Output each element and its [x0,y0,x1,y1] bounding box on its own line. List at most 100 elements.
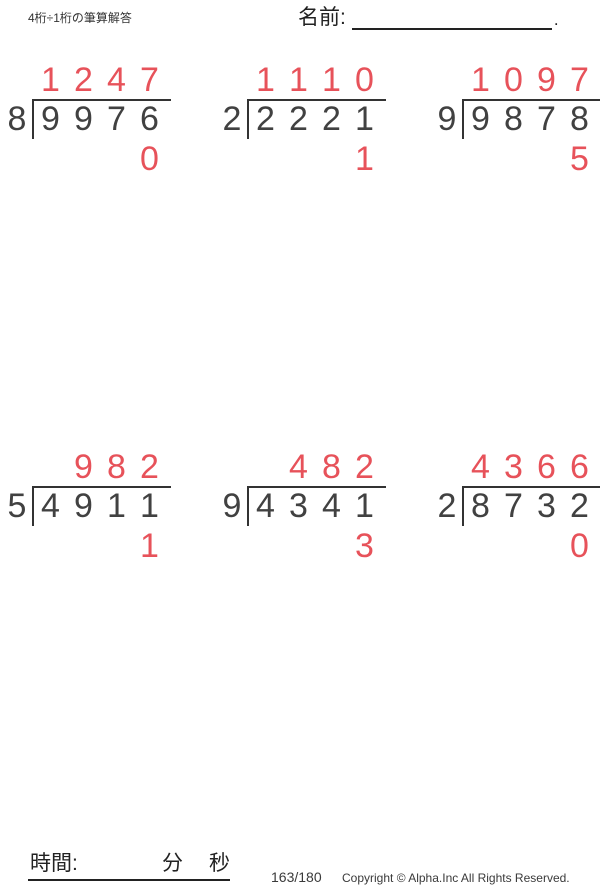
quotient-digit: 2 [355,448,374,486]
divisor: 5 [7,487,27,525]
page-number: 163/180 [271,869,322,885]
dividend-digit: 7 [107,100,126,138]
quotient-digit: 6 [570,448,589,486]
dividend-digit: 7 [537,100,556,138]
quotient-digit: 6 [537,448,556,486]
quotient-digit: 4 [289,448,308,486]
dividend-digit: 2 [322,100,341,138]
remainder-row: 0 [563,527,600,565]
name-blank-line [351,7,552,30]
dividend-digit: 9 [74,100,93,138]
name-field: 名前: . [298,6,559,30]
quotient-digit: 1 [471,61,490,99]
remainder: 0 [570,527,589,565]
quotient-digit: 2 [140,448,159,486]
remainder: 1 [355,140,374,178]
remainder: 3 [355,527,374,565]
quotient-digit: 1 [289,61,308,99]
quotient-digit [34,451,67,483]
dividend-digit: 7 [504,487,523,525]
dividend-digit: 3 [289,487,308,525]
dividend-digit: 3 [537,487,556,525]
seconds-label: 秒 [209,852,230,875]
quotient-digit: 2 [74,61,93,99]
minutes-label: 分 [162,852,183,875]
quotient-digit: 7 [570,61,589,99]
dividend-digit: 4 [322,487,341,525]
dividend-digit: 9 [41,100,60,138]
remainder-row: 3 [348,527,422,565]
name-label: 名前: [298,6,346,29]
quotient-digit: 3 [504,448,523,486]
remainder-row: 1 [348,140,422,178]
quotient-digit: 4 [471,448,490,486]
quotient-digit: 7 [140,61,159,99]
quotient-digit: 0 [355,61,374,99]
quotient-digit: 1 [41,61,60,99]
dividend-digit: 1 [355,100,374,138]
page-title: 4桁÷1桁の筆算解答 [28,11,132,25]
dividend-digit: 6 [140,100,159,138]
remainder-row: 5 [563,140,600,178]
divisor: 9 [437,100,457,138]
dividend-digit: 2 [256,100,275,138]
remainder: 5 [570,140,589,178]
dividend-digit: 1 [355,487,374,525]
remainder: 1 [140,527,159,565]
dividend-digit: 1 [140,487,159,525]
dividend-digit: 4 [41,487,60,525]
divisor: 2 [222,100,242,138]
time-label: 時間: [30,852,78,875]
divisor: 8 [7,100,27,138]
remainder-row: 0 [133,140,207,178]
dividend-digit: 8 [570,100,589,138]
quotient-digit: 8 [322,448,341,486]
quotient-digit: 9 [537,61,556,99]
dividend-digit: 2 [289,100,308,138]
quotient-digit: 0 [504,61,523,99]
dividend-digit: 9 [471,100,490,138]
dividend-digit: 4 [256,487,275,525]
remainder: 0 [140,140,159,178]
quotient-digit: 4 [107,61,126,99]
dividend-digit: 8 [471,487,490,525]
quotient-digit: 9 [74,448,93,486]
divisor: 9 [222,487,242,525]
quotient-digit [249,451,282,483]
quotient-digit: 1 [322,61,341,99]
dividend-digit: 1 [107,487,126,525]
name-period: . [553,10,559,29]
dividend-digit: 2 [570,487,589,525]
divisor: 2 [437,487,457,525]
time-field: 時間: 分 秒 [28,852,230,881]
remainder-row: 1 [133,527,207,565]
quotient-digit: 8 [107,448,126,486]
copyright-text: Copyright © Alpha.Inc All Rights Reserve… [342,871,570,885]
dividend-digit: 8 [504,100,523,138]
quotient-digit: 1 [256,61,275,99]
